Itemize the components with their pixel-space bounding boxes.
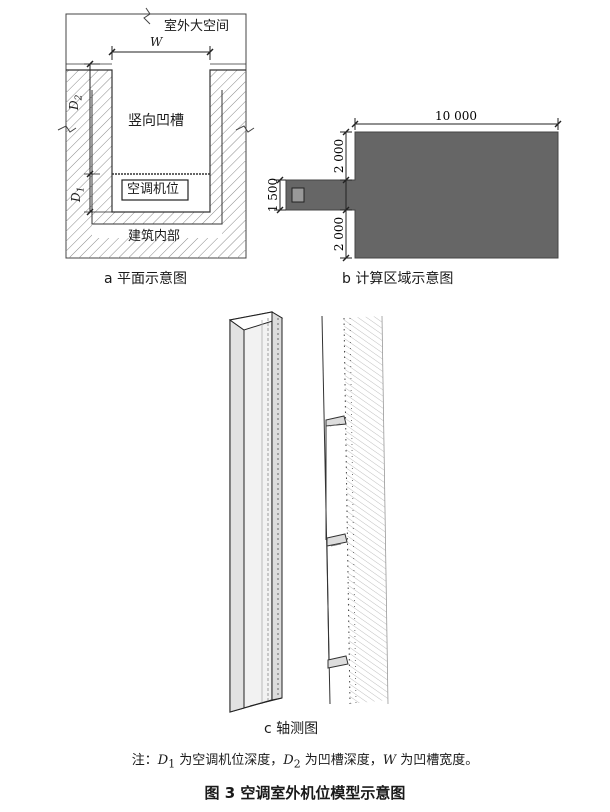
note-t1: 为空调机位深度， (175, 753, 284, 768)
mesh-strip (321, 315, 389, 705)
d2-sub: 2 (74, 94, 85, 101)
panel-b-domain: 10 000 2 000 1 500 2 000 (266, 109, 562, 262)
label-ac-unit: 空调机位 (127, 182, 180, 197)
domain-shape (285, 131, 559, 259)
caption-c: c 轴测图 (264, 721, 319, 737)
dim-upper-text: 2 000 (332, 139, 346, 173)
tall-block (228, 311, 284, 713)
note-d1-sub: 1 (168, 757, 176, 771)
note-t3: 为凹槽宽度。 (396, 753, 479, 768)
panel-c-axonometric (228, 311, 389, 713)
dim-top-text: 10 000 (435, 109, 477, 123)
figure-caption: 图 3 空调室外机位模型示意图 (204, 784, 406, 802)
note-prefix: 注： (131, 753, 158, 768)
ac-unit-marker (291, 187, 305, 203)
d1-letter: D (69, 192, 83, 202)
note-d1: D (157, 753, 169, 768)
note-d2-sub: 2 (293, 757, 301, 771)
d1-sub: 1 (76, 186, 87, 193)
panel-a-plan (57, 7, 255, 259)
dim-lower-text: 2 000 (332, 217, 346, 251)
label-dim-w: W (150, 35, 163, 49)
caption-b: b 计算区域示意图 (342, 271, 454, 287)
note-t2: 为凹槽深度， (300, 753, 383, 768)
note-w: W (382, 753, 397, 768)
figure-note: 注：D1 为空调机位深度，D2 为凹槽深度，W 为凹槽宽度。 (0, 754, 610, 770)
label-indoor: 建筑内部 (128, 229, 181, 244)
label-dim-d1: D1 (69, 186, 87, 202)
note-d2: D (283, 753, 294, 768)
caption-a: a 平面示意图 (104, 271, 188, 287)
dim-mid-text: 1 500 (266, 178, 280, 212)
label-vertical-slot: 竖向凹槽 (128, 113, 184, 129)
d2-letter: D (67, 100, 81, 110)
label-outdoor-space: 室外大空间 (164, 19, 230, 34)
label-dim-d2: D2 (67, 94, 85, 110)
